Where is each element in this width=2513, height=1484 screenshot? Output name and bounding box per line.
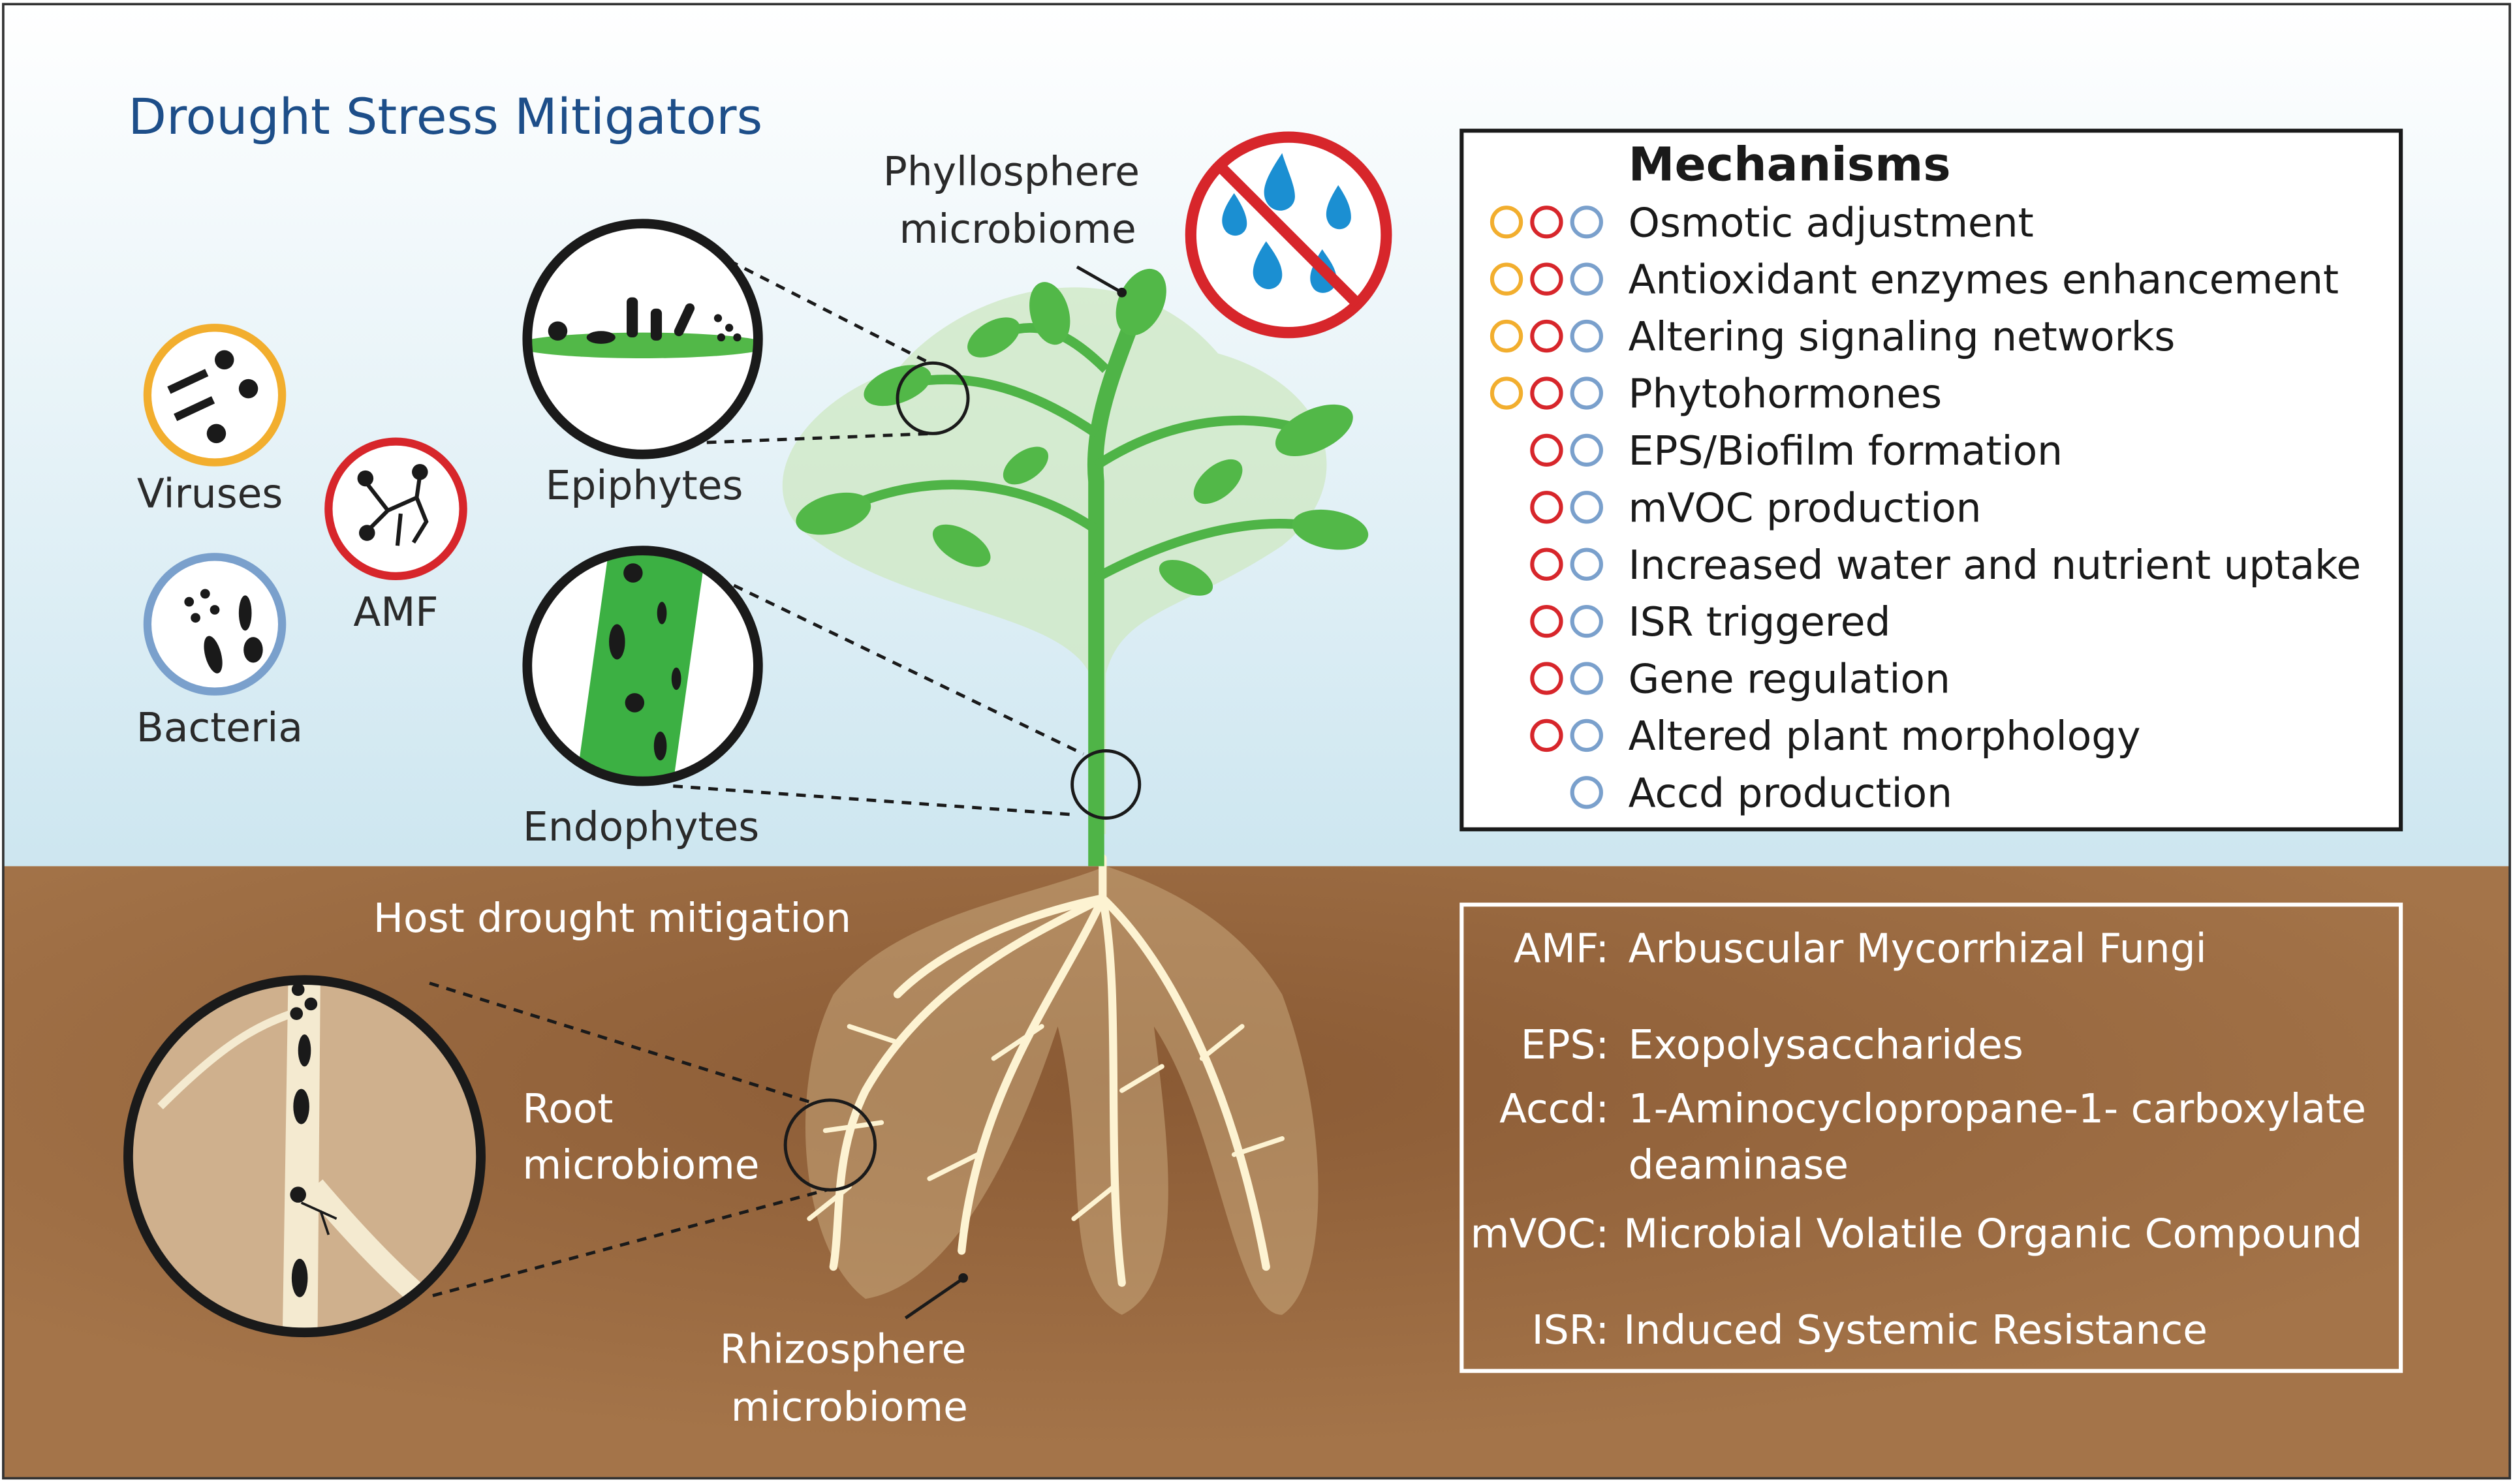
zoom-connectors [429, 251, 1084, 1297]
plant [782, 268, 1369, 867]
bacteria-marker-icon [1570, 433, 1603, 467]
phyllosphere-pointer [1076, 265, 1123, 294]
rhizosphere-pointer [904, 1278, 963, 1320]
mechanism-label: Gene regulation [1629, 657, 1950, 703]
diagram-labels: Phyllosphere microbiome Epiphytes Endoph… [136, 149, 1153, 850]
abbreviation-definition: Microbial Volatile Organic Compound [1623, 1211, 2362, 1258]
abbreviation-definition: Induced Systemic Resistance [1623, 1307, 2208, 1353]
amf-icon [324, 437, 467, 581]
mechanism-item: Increased water and nutrient uptake [1530, 542, 2362, 589]
root-zoom [123, 975, 486, 1338]
amf-label: AMF [353, 589, 438, 636]
abbreviation-definition: 1-Aminocyclopropane-1- carboxylate [1629, 1086, 2366, 1132]
amf-marker-icon [1530, 433, 1563, 467]
amf-marker-icon [1530, 604, 1563, 638]
amf-marker-icon [1530, 719, 1563, 752]
root-focus-circle [783, 1098, 877, 1192]
figure-title: Drought Stress Mitigators [128, 87, 762, 146]
endophyte-focus-circle [1070, 749, 1142, 820]
abbreviation-item: EPS: Exopolysaccharides [1521, 1022, 2023, 1068]
bacteria-marker-icon [1570, 206, 1603, 239]
mechanism-label: Altered plant morphology [1629, 713, 2141, 760]
mechanisms-box: Mechanisms Osmotic adjustmentAntioxidant… [1459, 129, 2403, 831]
abbreviation-item: ISR: Induced Systemic Resistance [1532, 1307, 2208, 1353]
mechanism-item: Phytohormones [1490, 371, 1942, 418]
mechanisms-heading: Mechanisms [1629, 137, 1951, 191]
bacteria-marker-icon [1570, 604, 1603, 638]
abbreviation-term: mVOC: [1471, 1211, 1610, 1258]
virus-icon [548, 321, 568, 341]
figure-border [2, 3, 2511, 1480]
virus-marker-icon [1490, 262, 1523, 296]
abbreviation-term: ISR: [1532, 1307, 1610, 1353]
mechanism-item: EPS/Biofilm formation [1530, 428, 2063, 474]
rhizosphere-label: Rhizosphere microbiome [720, 1326, 979, 1430]
amf-marker-icon [1530, 491, 1563, 524]
amf-marker-icon [1530, 548, 1563, 581]
abbreviation-definition: Arbuscular Mycorrhizal Fungi [1629, 926, 2207, 972]
abbreviation-term: EPS: [1521, 1022, 1609, 1068]
mechanism-item: Accd production [1570, 770, 1952, 816]
mechanism-item: ISR triggered [1530, 599, 1891, 645]
root-microbiome-label: Root microbiome [522, 1086, 759, 1188]
mechanism-item: Gene regulation [1530, 657, 1950, 703]
amf-marker-icon [1530, 662, 1563, 695]
abbreviation-term: Accd: [1499, 1086, 1609, 1132]
abbreviation-definition: deaminase [1629, 1142, 1849, 1188]
no-water-icon [1185, 131, 1392, 339]
mechanism-label: Altering signaling networks [1629, 314, 2176, 360]
bacteria-marker-icon [1570, 548, 1603, 581]
virus-marker-icon [1490, 377, 1523, 410]
abbreviation-item: Accd: 1-Aminocyclopropane-1- carboxylate d… [1499, 1086, 2366, 1188]
amf-marker-icon [1530, 377, 1563, 410]
mechanism-item: mVOC production [1530, 485, 1982, 531]
mechanism-label: Increased water and nutrient uptake [1629, 542, 2362, 589]
mechanism-label: Phytohormones [1629, 371, 1942, 418]
abbreviation-definition: Exopolysaccharides [1629, 1022, 2023, 1068]
mechanism-label: EPS/Biofilm formation [1629, 428, 2063, 474]
mechanism-label: ISR triggered [1629, 599, 1891, 645]
bacteria-marker-icon [1570, 319, 1603, 353]
epiphytes-zoom [522, 219, 763, 459]
bacteria-label: Bacteria [136, 705, 303, 751]
viruses-icon [143, 324, 287, 467]
root-system [805, 854, 1319, 1315]
amf-marker-icon [1530, 206, 1563, 239]
mechanism-label: Accd production [1629, 770, 1952, 816]
viruses-label: Viruses [137, 471, 283, 517]
phyllosphere-label: Phyllosphere microbiome [883, 149, 1153, 253]
host-drought-label: Host drought mitigation [373, 895, 851, 942]
epiphytes-label: Epiphytes [546, 463, 743, 509]
amf-marker-icon [1530, 319, 1563, 353]
bacteria-marker-icon [1570, 719, 1603, 752]
mechanism-item: Altered plant morphology [1530, 713, 2141, 760]
mechanism-item: Altering signaling networks [1490, 314, 2176, 360]
bacteria-marker-icon [1570, 491, 1603, 524]
bacteria-marker-icon [1570, 262, 1603, 296]
endophytes-label: Endophytes [523, 804, 759, 850]
abbreviation-item: AMF: Arbuscular Mycorrhizal Fungi [1514, 926, 2207, 972]
virus-marker-icon [1490, 206, 1523, 239]
mechanism-item: Osmotic adjustment [1490, 200, 2034, 246]
abbreviation-item: mVOC: Microbial Volatile Organic Compound [1471, 1211, 2363, 1258]
bacteria-marker-icon [1570, 377, 1603, 410]
abbreviation-term: AMF: [1514, 926, 1609, 972]
soil-labels: Host drought mitigation Root microbiome … [373, 895, 979, 1430]
bacteria-marker-icon [1570, 776, 1603, 809]
mechanism-label: Osmotic adjustment [1629, 200, 2034, 246]
endophytes-zoom [522, 546, 763, 786]
epiphyte-focus-circle [896, 361, 970, 435]
mechanism-label: mVOC production [1629, 485, 1982, 531]
bacteria-icon [143, 553, 287, 696]
amf-marker-icon [1530, 262, 1563, 296]
bacteria-marker-icon [1570, 662, 1603, 695]
virus-marker-icon [1490, 319, 1523, 353]
mechanism-label: Antioxidant enzymes enhancement [1629, 257, 2339, 303]
mechanism-item: Antioxidant enzymes enhancement [1490, 257, 2339, 303]
